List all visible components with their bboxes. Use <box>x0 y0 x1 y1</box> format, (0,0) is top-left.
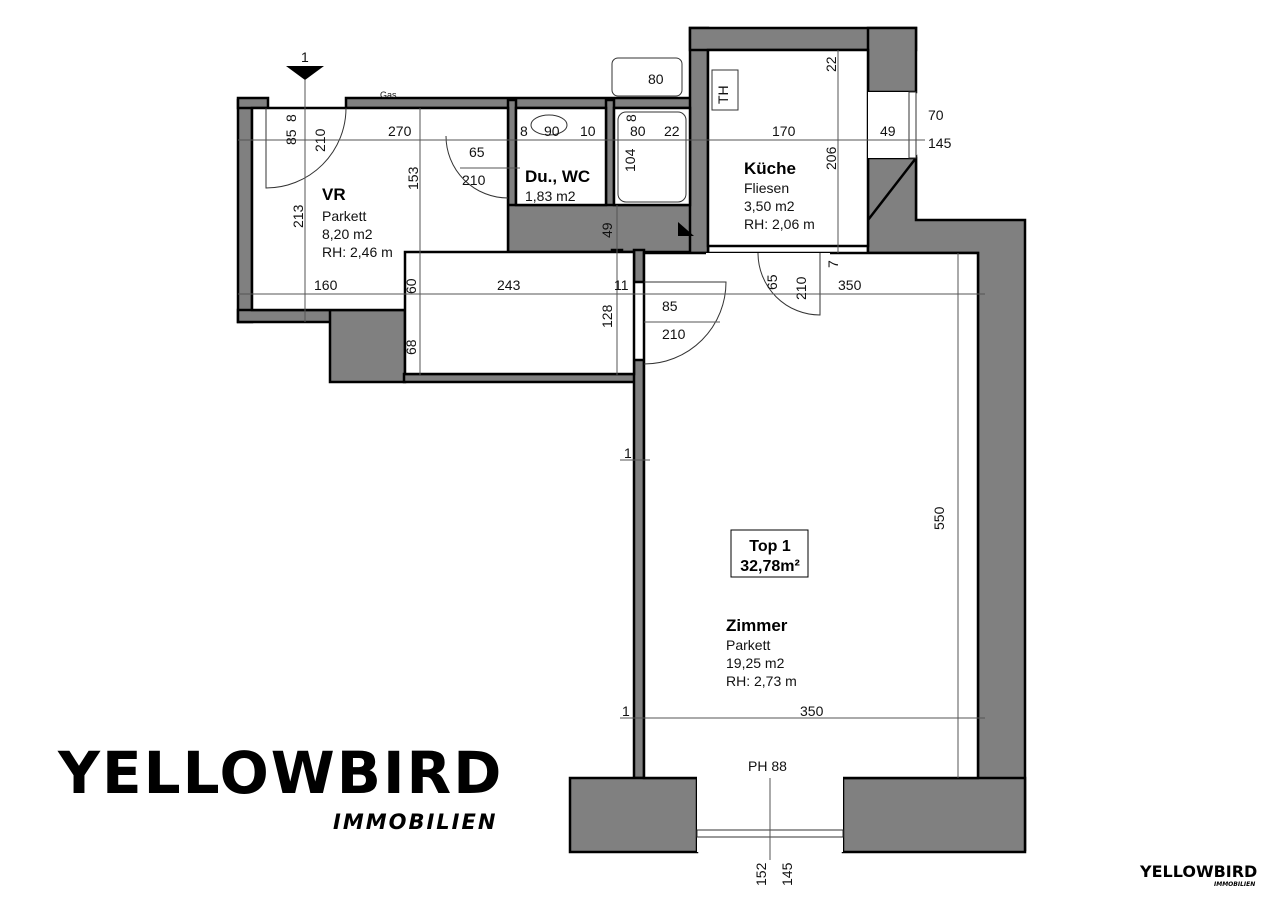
th-label: TH <box>715 85 731 104</box>
dim: 22 <box>823 56 839 72</box>
dim: 7 <box>825 260 841 268</box>
section-marker-icon <box>286 66 324 80</box>
dim: 152 <box>753 862 769 886</box>
logo-small-subtitle: IMMOBILIEN <box>1214 881 1256 888</box>
dim: 8 <box>520 123 528 139</box>
dim: 85 <box>283 129 299 145</box>
room-shower <box>612 106 692 207</box>
room-label-vr: VR Parkett 8,20 m2 RH: 2,46 m <box>322 185 393 260</box>
room-kueche <box>706 48 870 248</box>
dim: 210 <box>662 326 686 342</box>
dim: 1 <box>622 703 630 719</box>
dim: 104 <box>622 148 638 172</box>
dim: 8 <box>283 114 299 122</box>
dim: 243 <box>497 277 521 293</box>
svg-text:Parkett: Parkett <box>726 637 770 653</box>
svg-text:RH: 2,73 m: RH: 2,73 m <box>726 673 797 689</box>
svg-text:8,20 m2: 8,20 m2 <box>322 226 373 242</box>
dim: 128 <box>599 304 615 328</box>
svg-text:Parkett: Parkett <box>322 208 366 224</box>
dim: 10 <box>580 123 596 139</box>
svg-text:VR: VR <box>322 185 346 204</box>
svg-text:19,25 m2: 19,25 m2 <box>726 655 785 671</box>
dim: 160 <box>314 277 338 293</box>
dim: 550 <box>931 506 947 530</box>
shaft-icon <box>678 222 694 236</box>
svg-text:RH: 2,46 m: RH: 2,46 m <box>322 244 393 260</box>
svg-text:RH: 2,06 m: RH: 2,06 m <box>744 216 815 232</box>
dim: 60 <box>403 278 419 294</box>
logo-subtitle: IMMOBILIEN <box>333 810 498 834</box>
svg-text:Zimmer: Zimmer <box>726 616 788 635</box>
dim: 49 <box>599 222 615 238</box>
shower-tray <box>617 111 687 203</box>
dim: 22 <box>664 123 680 139</box>
water-heater <box>711 69 739 111</box>
door-kueche <box>757 252 821 316</box>
kitchen-window <box>908 91 917 159</box>
dim: 65 <box>469 144 485 160</box>
dim: 210 <box>793 276 809 300</box>
door-entrance <box>265 107 347 189</box>
bathtub-neighbor <box>611 57 683 97</box>
svg-text:Du., WC: Du., WC <box>525 167 590 186</box>
dim: 70 <box>928 107 944 123</box>
dim: 145 <box>928 135 952 151</box>
svg-text:Fliesen: Fliesen <box>744 180 789 196</box>
room-label-zimmer: Zimmer Parkett 19,25 m2 RH: 2,73 m <box>726 616 797 689</box>
room-corridor <box>403 250 636 376</box>
dim: 210 <box>462 172 486 188</box>
dim: 8 <box>623 114 639 122</box>
svg-text:Küche: Küche <box>744 159 796 178</box>
unit-label: Top 1 32,78m² <box>730 529 809 578</box>
logo-small: YELLOWBIRD <box>1140 862 1258 881</box>
svg-text:3,50 m2: 3,50 m2 <box>744 198 795 214</box>
door-zimmer <box>643 281 727 365</box>
room-label-du-wc: Du., WC 1,83 m2 <box>525 167 590 204</box>
dim: 153 <box>405 166 421 190</box>
room-label-kueche: Küche Fliesen 3,50 m2 RH: 2,06 m <box>744 159 815 232</box>
washbasin-icon <box>530 114 568 136</box>
dimension-lines <box>238 50 985 860</box>
dim: 350 <box>800 703 824 719</box>
ph-label: PH 88 <box>748 758 787 774</box>
dim: 270 <box>388 123 412 139</box>
svg-text:Top 1: Top 1 <box>749 538 791 555</box>
svg-text:32,78m²: 32,78m² <box>740 558 800 575</box>
dim: 170 <box>772 123 796 139</box>
dim: 68 <box>403 339 419 355</box>
dim: 350 <box>838 277 862 293</box>
dim: 145 <box>779 862 795 886</box>
gas-label: Gas <box>380 90 397 100</box>
dim: 11 <box>614 277 629 293</box>
dim: 210 <box>312 128 328 152</box>
dimensions: 85 8 210 270 8 90 10 8 80 22 80 65 210 1… <box>283 56 952 886</box>
dim: 206 <box>823 146 839 170</box>
section-marker-label: 1 <box>301 49 309 65</box>
dim: 80 <box>648 71 664 87</box>
dim: 49 <box>880 123 896 139</box>
dim: 85 <box>662 298 678 314</box>
dim: 1 <box>624 445 632 461</box>
logo-yellowbird: YELLOWBIRD <box>58 739 504 807</box>
dim: 90 <box>544 123 560 139</box>
dim: 213 <box>290 204 306 228</box>
room-zimmer <box>642 251 980 780</box>
dim: 65 <box>764 274 780 290</box>
svg-text:1,83 m2: 1,83 m2 <box>525 188 576 204</box>
door-wc <box>445 135 509 199</box>
dim: 80 <box>630 123 646 139</box>
